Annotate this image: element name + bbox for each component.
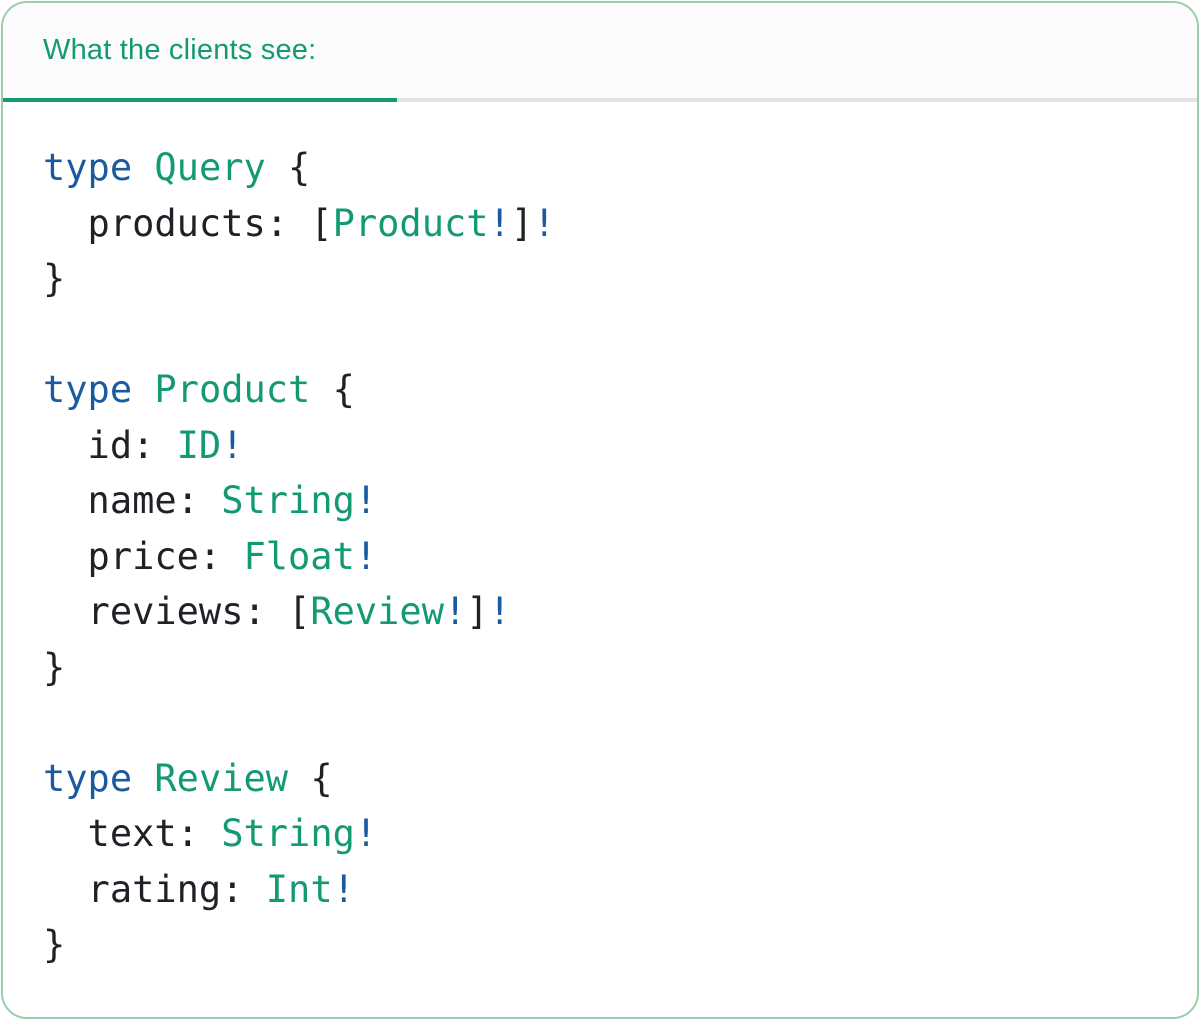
header-divider [3, 98, 1197, 102]
code-token-type: Product [154, 368, 311, 411]
code-token-keyword: type [43, 756, 133, 800]
code-line: price: Float! [43, 529, 1157, 585]
code-line: reviews: [Review!]! [43, 584, 1157, 640]
code-token-plain: ] [466, 590, 489, 633]
code-token-bang: ! [221, 423, 244, 467]
tab-what-the-clients-see[interactable]: What the clients see: [43, 34, 317, 66]
code-token-type: String [221, 812, 355, 855]
code-token-plain: { [288, 756, 333, 800]
code-token-plain: text: [43, 812, 222, 855]
code-line: } [43, 640, 1157, 696]
code-token-keyword: type [43, 146, 133, 189]
code-token-plain [132, 368, 154, 411]
code-token-bang: ! [488, 590, 511, 633]
code-token-plain [132, 757, 154, 800]
code-token-bang: ! [443, 590, 467, 633]
code-line: text: String! [43, 806, 1157, 862]
code-token-bang: ! [533, 201, 556, 245]
code-token-plain: products: [ [43, 201, 333, 245]
code-token-type: String [221, 479, 355, 522]
code-line: id: ID! [43, 418, 1157, 474]
code-token-plain: ] [510, 201, 534, 245]
code-token-plain: } [43, 923, 66, 966]
code-token-type: Float [243, 534, 355, 578]
code-token-plain: { [310, 368, 355, 411]
code-token-plain [132, 146, 154, 189]
code-line: name: String! [43, 473, 1157, 529]
code-token-bang: ! [354, 479, 378, 522]
code-token-bang: ! [488, 201, 511, 245]
code-token-type: Int [265, 867, 333, 911]
code-token-plain: price: [43, 534, 244, 578]
code-token-bang: ! [354, 812, 378, 855]
code-token-bang: ! [354, 534, 378, 578]
code-line: } [43, 917, 1157, 973]
code-line: type Product { [43, 362, 1157, 418]
code-token-plain: name: [43, 479, 222, 522]
active-tab-underline [3, 98, 397, 102]
code-token-plain: } [43, 645, 66, 689]
code-token-plain: rating: [43, 867, 266, 911]
code-token-plain: id: [43, 423, 177, 467]
panel-header: What the clients see: [3, 3, 1197, 98]
code-token-type: Review [154, 756, 289, 800]
code-line [43, 695, 1157, 751]
code-token-plain: reviews: [ [43, 590, 311, 633]
code-token-plain: } [43, 257, 66, 300]
code-token-keyword: type [43, 368, 133, 411]
code-token-bang: ! [332, 867, 355, 911]
code-token-type: ID [176, 423, 222, 467]
code-line: type Query { [43, 140, 1157, 196]
code-line: products: [Product!]! [43, 196, 1157, 252]
code-line: type Review { [43, 751, 1157, 807]
code-token-type: Review [310, 590, 444, 633]
code-token-type: Query [154, 146, 266, 189]
code-token-type: Product [332, 201, 489, 245]
code-token-plain: { [265, 146, 311, 189]
code-line [43, 307, 1157, 363]
code-line: rating: Int! [43, 862, 1157, 918]
code-line: } [43, 251, 1157, 307]
code-block: type Query { products: [Product!]!} type… [3, 102, 1197, 1013]
